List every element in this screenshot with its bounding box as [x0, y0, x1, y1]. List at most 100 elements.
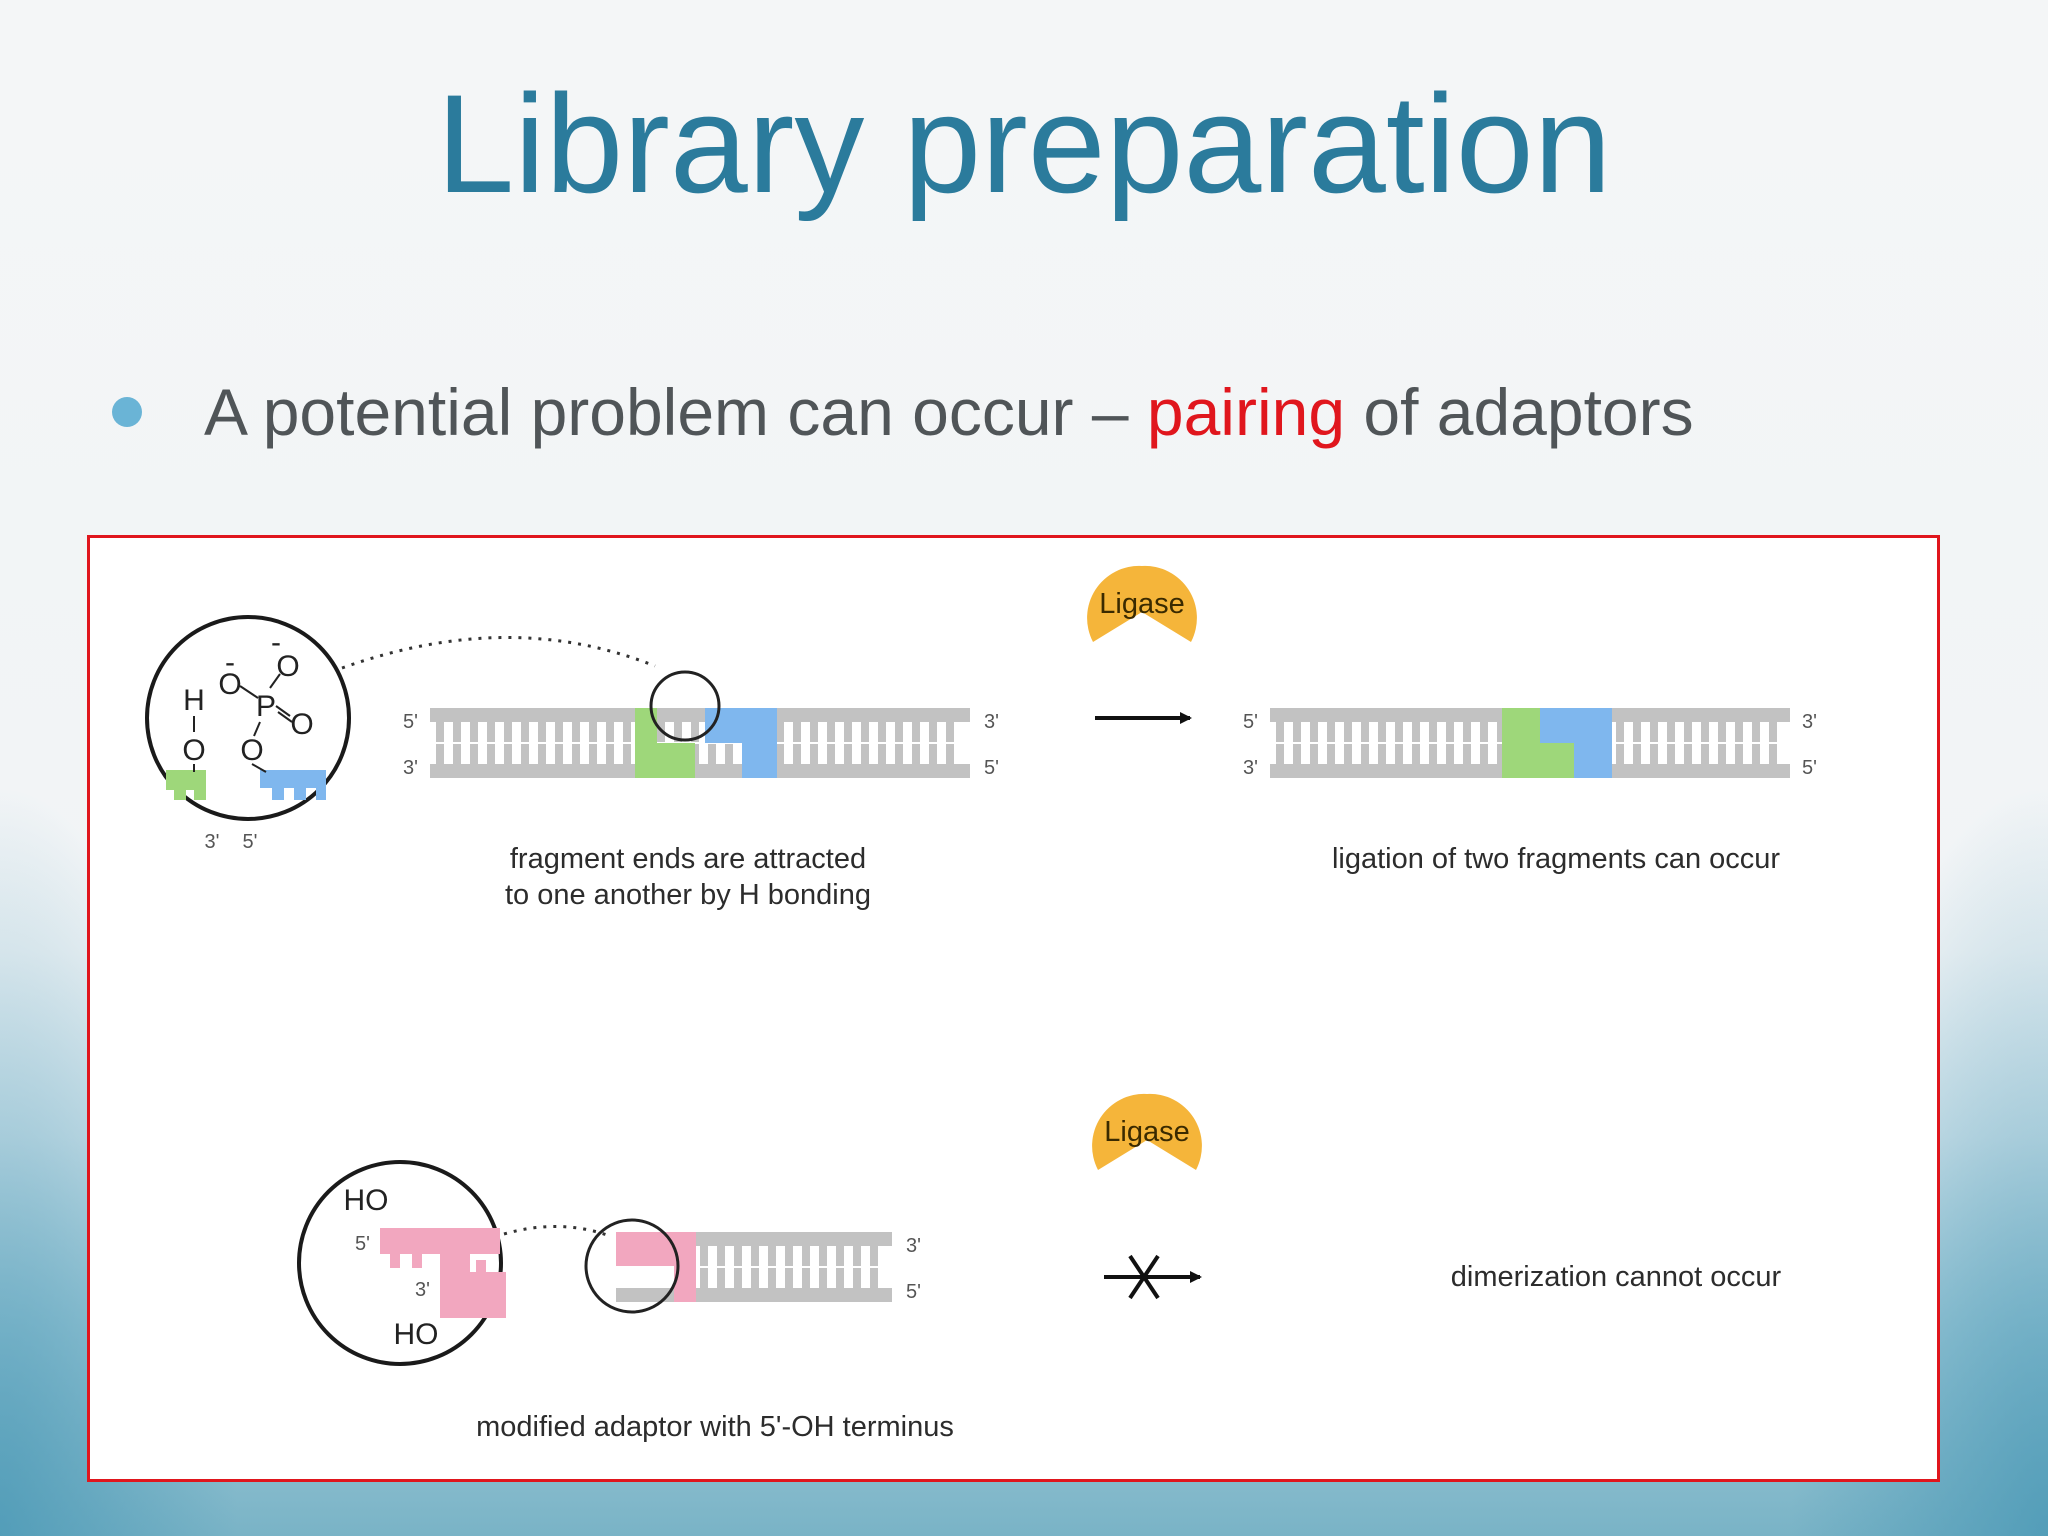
base-pair-upper	[1412, 720, 1420, 742]
top-left-duplex: 5' 3' 3' 5'	[403, 670, 999, 779]
base-pair-lower	[1344, 744, 1352, 766]
base-pair-lower	[1412, 744, 1420, 766]
dna-strand	[616, 1288, 892, 1302]
base-pair-lower	[453, 744, 461, 766]
base-pair-upper	[1293, 720, 1301, 742]
base-pair-upper	[700, 1244, 708, 1266]
base-pair-upper	[870, 1244, 878, 1266]
base-pair-upper	[453, 720, 461, 742]
chem-o-bottom: O	[240, 734, 263, 767]
base-pair-lower	[793, 744, 801, 766]
base-pair-upper	[1667, 720, 1675, 742]
base-pair-lower	[802, 1268, 810, 1290]
strand-end-5: 5'	[403, 711, 418, 733]
base-pair-upper	[1684, 720, 1692, 742]
ligase-label: Ligase	[1099, 588, 1184, 620]
base-pair-upper	[844, 720, 852, 742]
base-pair-lower	[912, 744, 920, 766]
base-pair-lower	[1395, 744, 1403, 766]
chem-o-left: O	[182, 734, 205, 767]
ligase-label: Ligase	[1104, 1116, 1189, 1148]
top-zoom-group: H O O - P O - O O 3' 5'	[145, 615, 351, 853]
base-pair-upper	[1769, 720, 1777, 742]
base-pair-lower	[878, 744, 886, 766]
base-pair-lower	[836, 1268, 844, 1290]
base-pair-lower	[946, 744, 954, 766]
chem-minus-1: -	[225, 646, 235, 679]
base-pair-lower	[1497, 744, 1505, 766]
base-pair-upper	[1701, 720, 1709, 742]
base-pair-lower	[1701, 744, 1709, 766]
base-pair-lower	[785, 1268, 793, 1290]
base-pair-lower	[751, 1268, 759, 1290]
base-pair-lower	[487, 744, 495, 766]
base-pair-lower	[929, 744, 937, 766]
bottom-result-caption: dimerization cannot occur	[1451, 1261, 1782, 1293]
chem-ho-bottom: HO	[394, 1318, 439, 1351]
base-pair-upper	[734, 1244, 742, 1266]
top-result-caption: ligation of two fragments can occur	[1332, 843, 1780, 875]
base-pair-upper	[1310, 720, 1318, 742]
base-pair-lower	[776, 744, 784, 766]
zoom-end-5: 5'	[243, 831, 258, 853]
dna-strand	[430, 708, 970, 722]
pink-adaptor-stem	[440, 1228, 470, 1318]
base-pair-lower	[538, 744, 546, 766]
figure-canvas: H O O - P O - O O 3' 5'	[145, 565, 1817, 1443]
zoom-end-3: 3'	[205, 831, 220, 853]
adaptor-dimer-figure: H O O - P O - O O 3' 5'	[87, 535, 1940, 1482]
base-pair-lower	[572, 744, 580, 766]
top-caption-line2: to one another by H bonding	[505, 879, 871, 911]
base-pair-lower	[1735, 744, 1743, 766]
chem-ho-top: HO	[344, 1184, 389, 1217]
base-pair-upper	[589, 720, 597, 742]
base-pair-upper	[538, 720, 546, 742]
top-zoom-blue-adaptor	[260, 770, 326, 800]
strand-end-3-right: 3'	[906, 1235, 921, 1257]
base-pair-lower	[1633, 744, 1641, 766]
strand-end-5-right: 5'	[906, 1281, 921, 1303]
top-zoom-circle	[145, 615, 351, 821]
strand-end-5: 5'	[1243, 711, 1258, 733]
base-pair-lower	[606, 744, 614, 766]
base-pair-upper	[1446, 720, 1454, 742]
base-pair-upper	[555, 720, 563, 742]
base-pair-lower	[1718, 744, 1726, 766]
base-pair-upper	[861, 720, 869, 742]
base-pair-lower	[895, 744, 903, 766]
base-pair-lower	[861, 744, 869, 766]
base-pair-lower	[1446, 744, 1454, 766]
bottom-zoom-group: HO HO 5' 3'	[297, 1160, 506, 1366]
base-pair-upper	[521, 720, 529, 742]
base-pair-lower	[1752, 744, 1760, 766]
base-pair-lower	[827, 744, 835, 766]
base-pair-upper	[1718, 720, 1726, 742]
bottom-ligase-enzyme: Ligase	[1092, 1093, 1202, 1170]
dna-strand	[430, 764, 970, 778]
base-pair-upper	[717, 1244, 725, 1266]
pink-adaptor-bottom	[470, 1272, 506, 1318]
base-pair-upper	[827, 720, 835, 742]
base-pair-upper	[436, 720, 444, 742]
base-pair-upper	[776, 720, 784, 742]
base-pair-lower	[870, 1268, 878, 1290]
base-pair-lower	[717, 1268, 725, 1290]
base-pair-upper	[1497, 720, 1505, 742]
base-pair-upper	[1344, 720, 1352, 742]
bullet-suffix: of adaptors	[1345, 375, 1694, 449]
top-ligase-enzyme: Ligase	[1087, 565, 1197, 642]
base-pair-upper	[1735, 720, 1743, 742]
strand-end-5-right: 5'	[984, 757, 999, 779]
base-pair-upper	[1361, 720, 1369, 742]
pink-adaptor-overhang	[616, 1232, 674, 1266]
base-pair-upper	[487, 720, 495, 742]
base-pair-upper	[504, 720, 512, 742]
base-pair-upper	[1752, 720, 1760, 742]
base-pair-lower	[470, 744, 478, 766]
bottom-dotted-connector	[503, 1224, 611, 1238]
base-pair-lower	[1667, 744, 1675, 766]
bottom-caption: modified adaptor with 5'-OH terminus	[476, 1411, 954, 1443]
top-caption-line1: fragment ends are attracted	[510, 843, 866, 875]
dna-rungs	[700, 1244, 878, 1290]
base-pair-lower	[1293, 744, 1301, 766]
